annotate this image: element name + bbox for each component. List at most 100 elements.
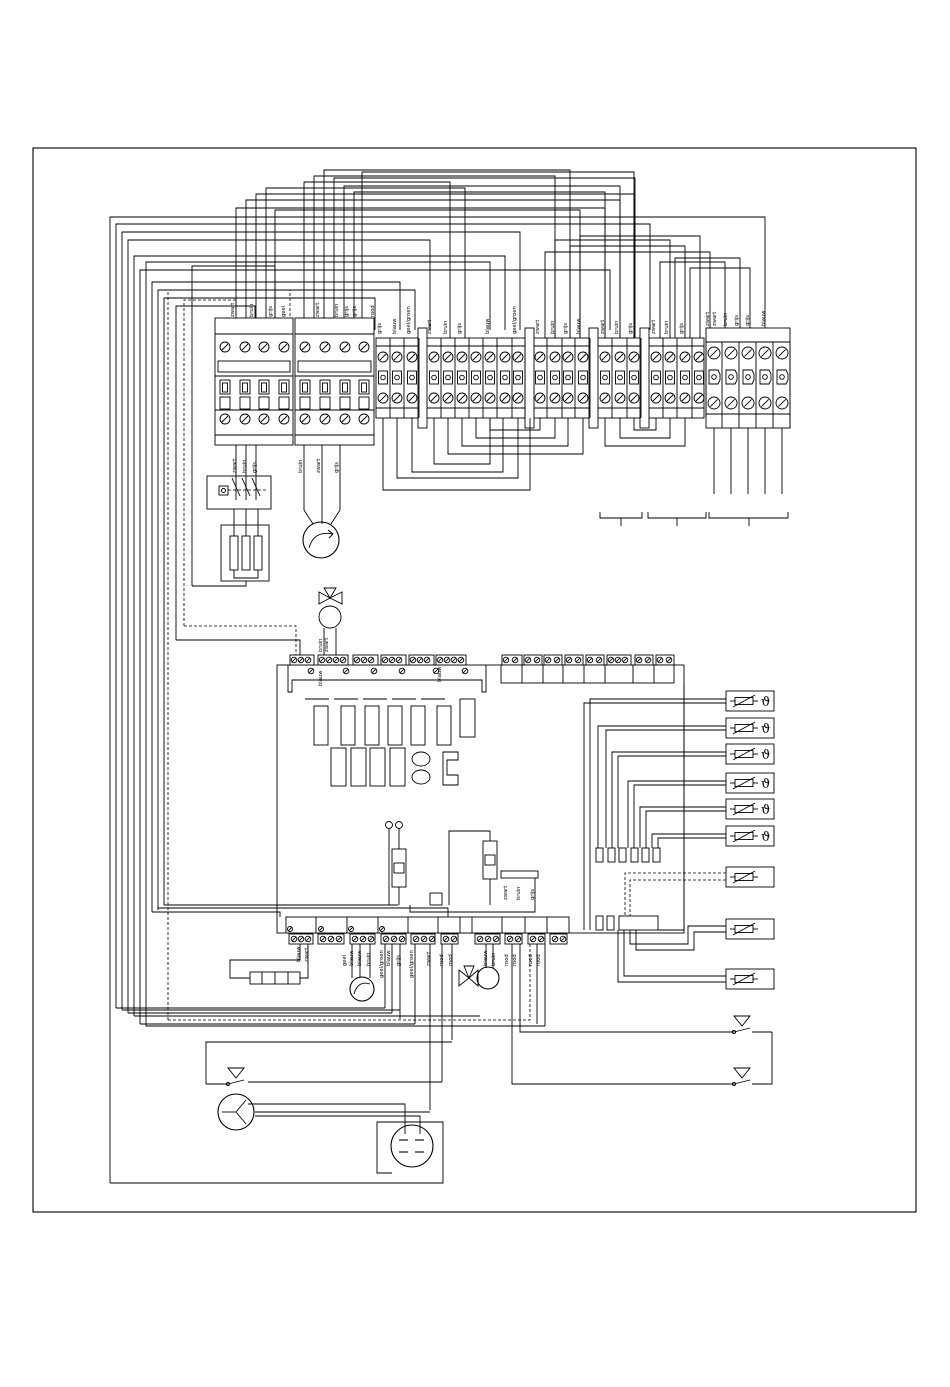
wire-label: bruin [318,639,324,652]
terminal-screw [533,656,541,664]
wire-label: blauw [386,950,392,966]
terminal-strip [375,327,791,429]
terminal-screw [450,935,458,943]
terminal-screw [664,392,676,404]
wire-label: grijs [396,955,402,966]
terminal-clamp [443,370,453,385]
terminal-screw [297,935,305,943]
terminal-screw [549,392,561,404]
terminal-screw [351,935,359,943]
control-board [276,654,685,945]
sensor-resistor-icon: ϑ [725,717,775,739]
terminal-clamp [578,370,588,385]
terminal-screw [353,656,361,664]
terminal-screw [484,935,492,943]
wire-label: geel [281,306,287,317]
terminal-screw [741,396,755,410]
terminal-screw [342,667,350,675]
terminal-screw [358,413,370,425]
terminal-screw [551,935,559,943]
wire-label: grijs [734,315,740,326]
wire-label: zwart [315,303,321,317]
terminal-screw [391,392,403,404]
terminal-screw [290,935,298,943]
terminal-screw [290,656,298,664]
wire-labels: zwart bruin grijs geel zwart bruin grijs grijs r… [230,303,767,978]
main-wire-bundle [109,169,766,1183]
strip-bridges [382,418,789,526]
terminal-clamp [535,370,545,385]
terminal-screw [534,351,546,363]
wire-label: blauw [576,318,582,334]
wire-label: zwart [503,886,509,900]
terminal-screw [297,656,305,664]
terminal-screw [664,351,676,363]
terminal-screw [656,656,664,664]
terminal-screw [514,935,522,943]
board-feed-wires [152,581,536,917]
terminal-screw [650,351,662,363]
terminal-screw [621,656,629,664]
terminal-screw [332,656,340,664]
terminal-screw [443,656,451,664]
wire-label: grijs [679,323,685,334]
terminal-screw [679,351,691,363]
terminal-screw [456,392,468,404]
wire-label: grijs [628,323,634,334]
wire-label: bruin [664,321,670,334]
wire-label: grijs [352,306,358,317]
terminal-screw [628,392,640,404]
wire-label: blauw [318,670,324,686]
terminal-screw [409,656,417,664]
terminal-screw [574,656,582,664]
terminal-clamp [600,370,610,385]
heater-block [220,509,270,582]
wire-label: rood [504,954,510,966]
terminal-clamp [457,370,467,385]
wire-label: bruin [334,304,340,317]
terminal-screw [595,656,603,664]
wire-label: zwart [651,320,657,334]
terminal-clamp [392,370,402,385]
terminal-screw [724,346,738,360]
ignition-transformer-icon [390,1122,434,1168]
terminal-screw [534,392,546,404]
terminal-clamp [742,369,755,385]
terminal-clamp [629,370,639,385]
wire-label: bruin [614,321,620,334]
terminal-screw [307,667,315,675]
sensor-resistor-icon: ϑ [725,772,775,794]
board-screws [287,656,673,943]
wire-label: geel/groen [406,306,412,334]
terminal-screw [395,656,403,664]
terminal-clamp [694,370,704,385]
terminal-screw [339,656,347,664]
terminal-screw [614,392,626,404]
terminal-clamp [429,370,439,385]
terminal-clamp [680,370,690,385]
terminal-clamp [665,370,675,385]
terminal-screw [577,351,589,363]
terminal-screw [553,656,561,664]
terminal-screw [299,413,311,425]
wire-label: blauw [437,666,443,682]
terminal-clamp [759,369,772,385]
terminal-clamp [471,370,481,385]
terminal-screw [484,392,496,404]
terminal-clamp [615,370,625,385]
terminal-screw [219,413,231,425]
terminal-screw [319,413,331,425]
terminal-screw [219,341,231,353]
wire-label: bruin [298,460,304,473]
terminal-clamp [651,370,661,385]
wire-label: bruin [491,953,497,966]
wire-label: bruin [443,321,449,334]
terminal-screw [327,935,335,943]
sensor-resistor-icon: ϑ [725,825,775,847]
terminal-screw [499,392,511,404]
terminal-clamp [378,370,388,385]
wire-label: rood [536,954,542,966]
contact-window [299,396,311,410]
terminal-screw [370,667,378,675]
